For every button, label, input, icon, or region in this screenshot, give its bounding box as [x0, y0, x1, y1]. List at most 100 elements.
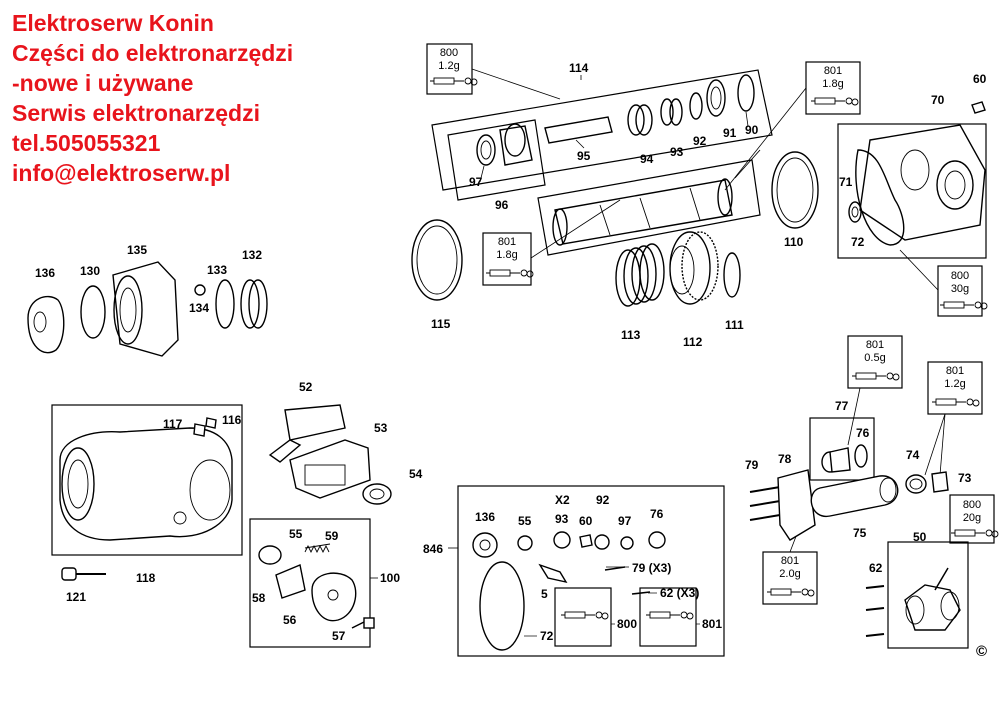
svg-text:0.5g: 0.5g [864, 352, 885, 364]
label-118: 118 [136, 571, 156, 585]
label-112: 112 [683, 335, 703, 349]
label-77: 77 [835, 399, 849, 413]
label-111: 111 [725, 318, 744, 332]
kit-grease-801 [639, 587, 697, 647]
part-130-ring [80, 285, 106, 339]
kit-part-72-seal [479, 561, 525, 651]
label-100: 100 [380, 571, 400, 585]
label-114: 114 [569, 61, 589, 75]
gear-housing-group [837, 101, 987, 259]
part-116-screw [205, 417, 217, 429]
part-57-screw [351, 617, 375, 629]
part-71-bearing [848, 201, 862, 223]
crank-parts-group [749, 417, 949, 541]
part-72-seal [855, 149, 905, 246]
svg-text:801: 801 [781, 555, 799, 567]
svg-text:800: 800 [440, 47, 458, 59]
kit-label-846: 846 [423, 542, 443, 556]
part-74-ring [905, 474, 927, 494]
grease-box-800-1.2g: 800 1.2g [426, 43, 561, 100]
shop-email: info@elektroserw.pl [12, 160, 231, 186]
part-135-sleeve [112, 261, 179, 357]
label-95: 95 [577, 149, 591, 163]
kit-grease-800 [554, 587, 612, 647]
label-78: 78 [778, 452, 792, 466]
kit-label-55: 55 [518, 514, 532, 528]
part-134-ball [194, 284, 206, 296]
label-75: 75 [853, 526, 867, 540]
label-133: 133 [207, 263, 227, 277]
kit-part-93 [553, 531, 571, 549]
kit-label-60: 60 [579, 514, 593, 528]
label-134: 134 [189, 301, 209, 315]
kit-label-92: 92 [596, 493, 610, 507]
label-93: 93 [670, 145, 684, 159]
part-96-piston [499, 125, 533, 166]
svg-text:800: 800 [951, 270, 969, 282]
part-117-screw [193, 423, 206, 437]
part-110-ring [771, 151, 819, 229]
label-55: 55 [289, 527, 303, 541]
shop-header: Elektroserw Konin Części do elektronarzę… [12, 8, 293, 188]
label-135: 135 [127, 243, 147, 257]
part-54-knob [362, 483, 392, 505]
shop-name: Elektroserw Konin [12, 10, 214, 36]
kit-label-79: 79 (X3) [632, 561, 671, 575]
copyright-mark: © [976, 643, 987, 660]
label-74: 74 [906, 448, 920, 462]
svg-text:2.0g: 2.0g [779, 568, 800, 580]
part-91-bearing [706, 79, 726, 117]
label-73: 73 [958, 471, 972, 485]
part-97-ring [476, 134, 496, 166]
grease-box-800-20g: 800 20g [949, 494, 999, 544]
part-133-washer [215, 279, 235, 329]
part-90-ring [737, 74, 755, 112]
kit-label-62: 62 (X3) [660, 586, 699, 600]
label-62: 62 [869, 561, 883, 575]
kit-part-136 [472, 532, 498, 558]
grease-box-801-1.8g-left: 801 1.8g [482, 199, 621, 286]
shop-tagline-condition: -nowe i używane [12, 70, 194, 96]
label-90: 90 [745, 123, 759, 137]
shop-tagline-parts: Części do elektronarzędzi [12, 40, 294, 66]
crankshaft-group [865, 541, 969, 649]
svg-text:801: 801 [866, 339, 884, 351]
label-60: 60 [973, 72, 987, 86]
assembly-frame-96 [447, 119, 546, 201]
part-75-conrod [810, 475, 899, 517]
part-95-pin [544, 116, 613, 144]
kit-part-60 [579, 534, 593, 548]
part-118-front-housing [59, 427, 233, 541]
kit-part-5 [538, 563, 568, 584]
kit-label-800: 800 [617, 617, 637, 631]
label-121: 121 [66, 590, 86, 604]
part-115-ring [411, 219, 463, 301]
label-94: 94 [640, 152, 654, 166]
front-housing-group [51, 404, 243, 581]
part-56-selector [311, 572, 357, 622]
kit-846-group [448, 485, 725, 657]
grease-box-801-1.8g-top: 801 1.8g [724, 61, 861, 191]
svg-text:20g: 20g [963, 512, 981, 524]
label-71: 71 [839, 175, 853, 189]
part-94-bush [627, 104, 645, 136]
kit-label-76: 76 [650, 507, 664, 521]
label-115: 115 [431, 317, 451, 331]
label-50: 50 [913, 530, 927, 544]
shop-tagline-service: Serwis elektronarzędzi [12, 100, 260, 126]
piston-assembly-group [411, 69, 819, 307]
part-121-bolt [61, 567, 106, 581]
svg-text:801: 801 [498, 236, 516, 248]
label-130: 130 [80, 264, 100, 278]
label-52: 52 [299, 380, 313, 394]
chuck-parts-group [27, 261, 268, 357]
kit-label-93: 93 [555, 512, 569, 526]
part-113-spring [615, 243, 665, 307]
assembly-frame-cylinder [537, 159, 761, 256]
kit-label-x2: X2 [555, 493, 570, 507]
label-53: 53 [374, 421, 388, 435]
grease-box-801-0.5g: 801 0.5g [847, 335, 903, 446]
label-96: 96 [495, 198, 509, 212]
shop-phone: tel.505055321 [12, 130, 161, 156]
part-78-bracket [777, 469, 816, 541]
